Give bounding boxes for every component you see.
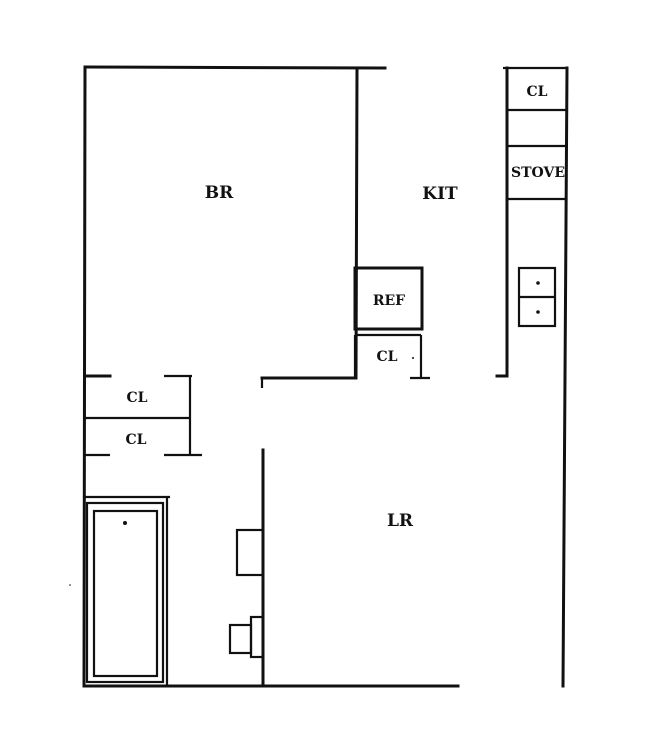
stove-label: STOVE bbox=[511, 165, 565, 181]
kitchen-label: KIT bbox=[422, 184, 458, 204]
closet-kitchen-top-label: CL bbox=[527, 84, 548, 100]
speck bbox=[412, 357, 414, 359]
right-wall bbox=[561, 66, 569, 688]
bedroom-label: BR bbox=[205, 183, 234, 203]
kitchen-cabinets: CL STOVE bbox=[507, 84, 567, 328]
refrigerator-label: REF bbox=[373, 293, 405, 309]
top-wall bbox=[83, 65, 387, 70]
living-room-label: LR bbox=[387, 511, 414, 531]
toilet-tank bbox=[249, 615, 265, 659]
closet-hall-1-label: CL bbox=[127, 390, 148, 406]
vanity bbox=[235, 528, 265, 577]
toilet-bowl bbox=[228, 623, 253, 655]
room-labels: BR KIT LR bbox=[205, 183, 458, 531]
closet-hall-2-label: CL bbox=[126, 432, 147, 448]
bathroom bbox=[84, 495, 265, 686]
sink-drain bbox=[536, 310, 540, 314]
closet-kitchen-label: CL bbox=[377, 349, 398, 365]
bathtub-inner bbox=[92, 509, 159, 678]
bedroom-kitchen-wall bbox=[354, 66, 359, 380]
refrigerator bbox=[353, 266, 424, 331]
hall-closets: CL CL bbox=[85, 374, 202, 457]
kitchen-fixtures: REF CL bbox=[353, 266, 430, 380]
bathtub-outer bbox=[85, 501, 165, 684]
sink-drain bbox=[536, 281, 540, 285]
walls bbox=[82, 65, 569, 688]
speck bbox=[69, 584, 71, 586]
bathtub-drain bbox=[123, 521, 127, 525]
